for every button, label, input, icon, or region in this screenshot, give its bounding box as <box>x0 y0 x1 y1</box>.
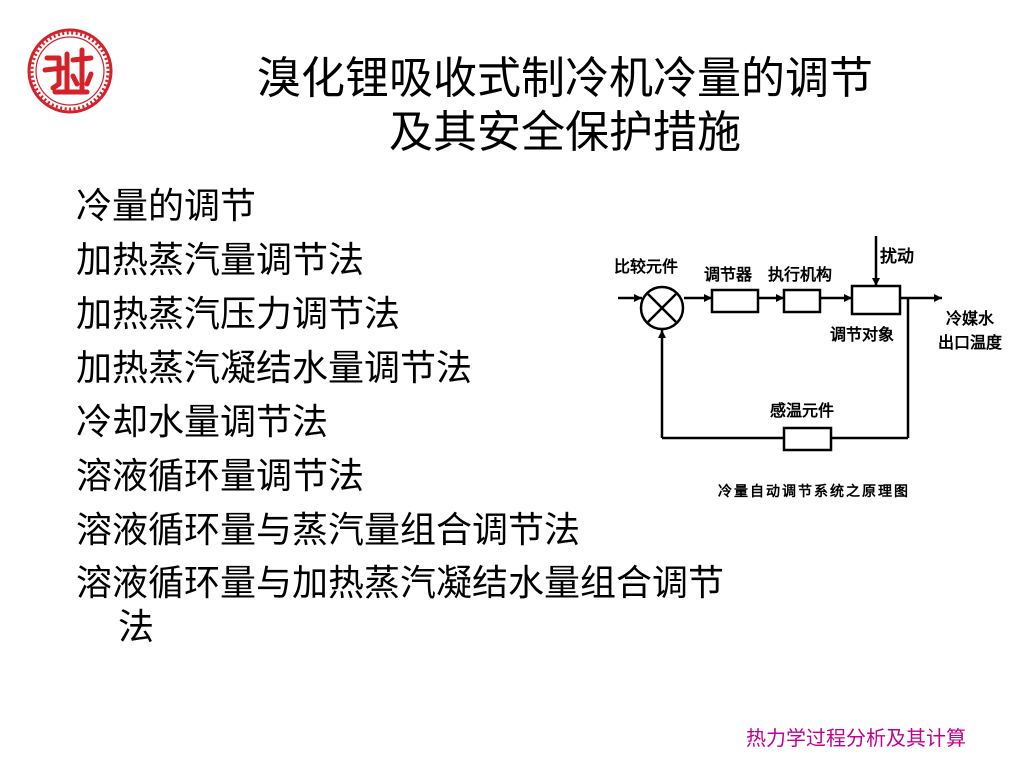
sensor-block <box>782 426 833 452</box>
title-line-2: 及其安全保护措施 <box>389 107 741 158</box>
actuator-label: 执行机构 <box>768 265 832 284</box>
list-item-line-1: 溶液循环量与加热蒸汽凝结水量组合调节 <box>76 563 725 604</box>
list-item-line-2: 法 <box>118 607 155 648</box>
controller-block <box>710 288 760 314</box>
university-logo <box>27 28 113 114</box>
output-label-line-1: 冷媒水 <box>946 309 995 328</box>
title-line-1: 溴化锂吸收式制冷机冷量的调节 <box>257 53 873 104</box>
list-item: 加热蒸汽压力调节法 <box>76 294 401 335</box>
list-item: 溶液循环量与蒸汽量组合调节法 <box>76 510 581 551</box>
list-item: 加热蒸汽量调节法 <box>76 240 365 281</box>
controller-label: 调节器 <box>704 265 753 284</box>
plant-label: 调节对象 <box>830 325 894 344</box>
sensor-label: 感温元件 <box>770 401 834 420</box>
comparator-label: 比较元件 <box>614 257 678 276</box>
plant-block <box>850 284 902 316</box>
footer-course-title: 热力学过程分析及其计算 <box>746 726 966 750</box>
comparator-symbol <box>639 285 685 331</box>
actuator-block <box>782 288 822 314</box>
list-item: 溶液循环量与加热蒸汽凝结水量组合调节 法 <box>76 558 916 650</box>
disturbance-label: 扰动 <box>880 246 914 267</box>
diagram-caption: 冷量自动调节系统之原理图 <box>718 483 910 500</box>
output-label-line-2: 出口温度 <box>938 333 1003 352</box>
list-item: 溶液循环量调节法 <box>76 456 365 497</box>
method-list: 冷量的调节 加热蒸汽量调节法 加热蒸汽压力调节法 加热蒸汽凝结水量调节法 冷却水… <box>76 180 916 650</box>
control-system-diagram: 比较元件 调节器 执行机构 扰动 调节对象 冷媒水 出口温度 感温元件 冷量自动… <box>614 236 1003 500</box>
list-item: 冷量的调节 <box>76 186 257 227</box>
slide-title: 溴化锂吸收式制冷机冷量的调节 及其安全保护措施 <box>140 52 990 160</box>
list-item: 冷却水量调节法 <box>76 402 329 443</box>
list-item: 加热蒸汽凝结水量调节法 <box>76 348 473 389</box>
